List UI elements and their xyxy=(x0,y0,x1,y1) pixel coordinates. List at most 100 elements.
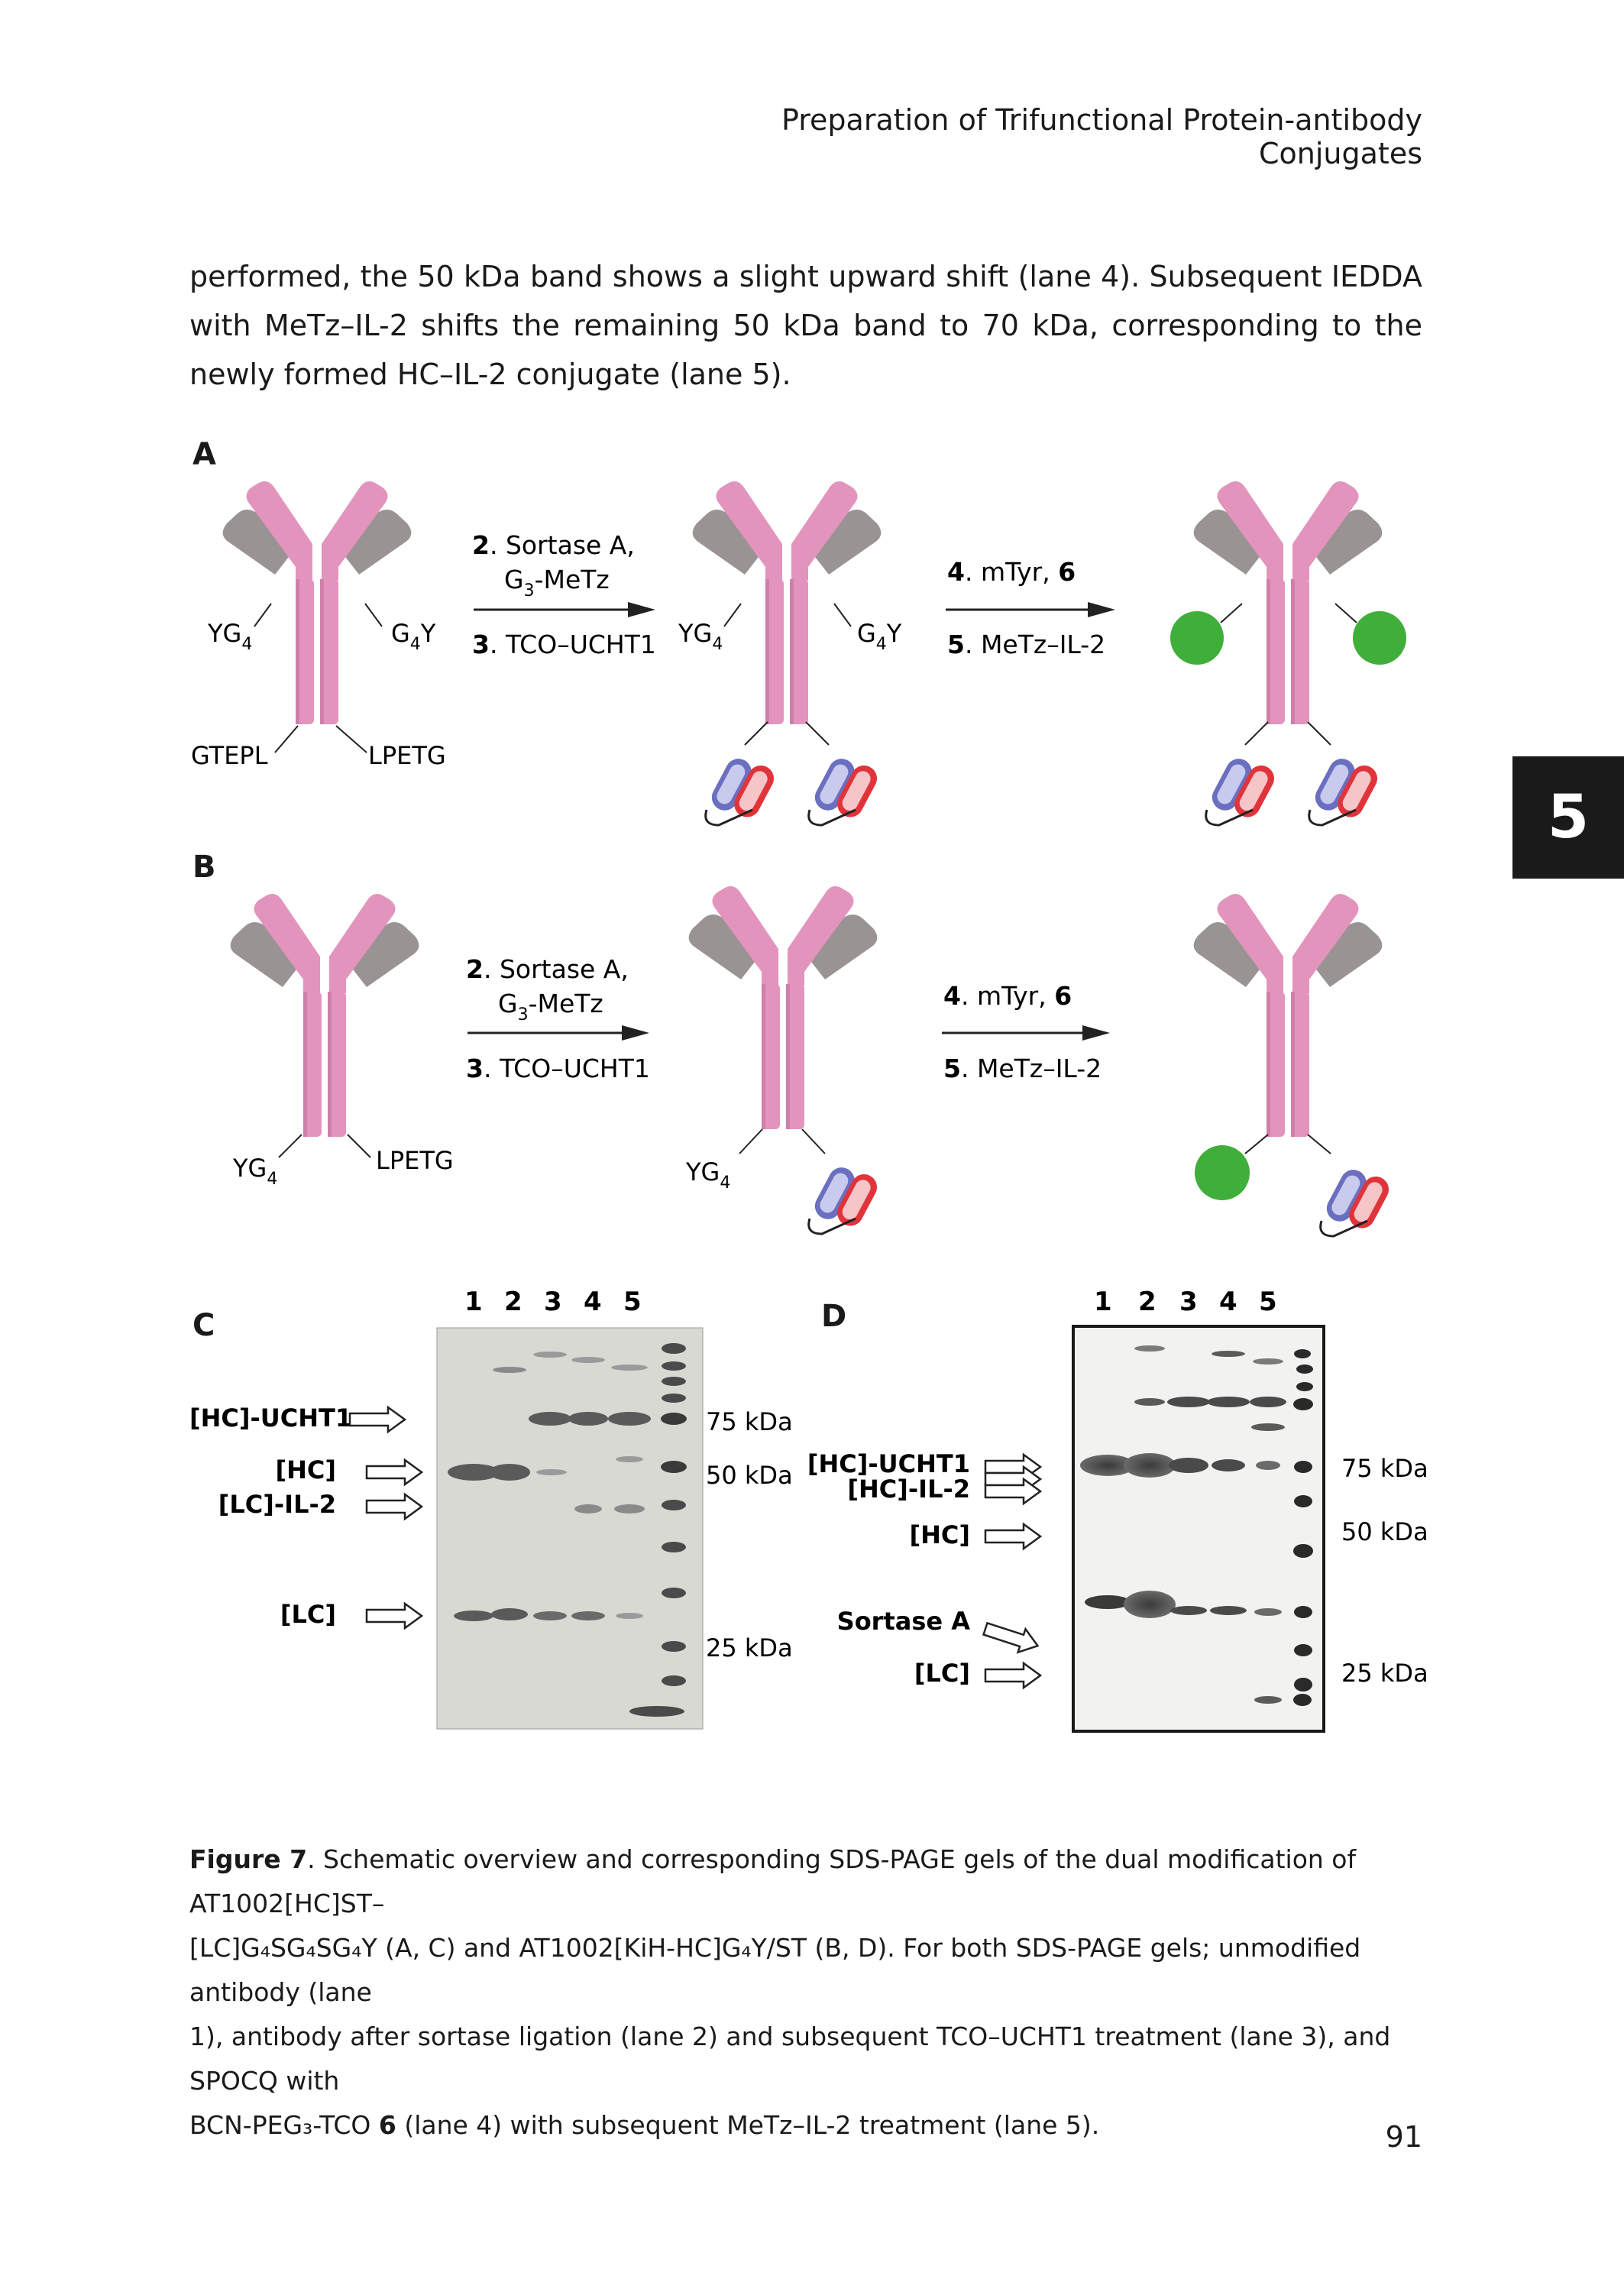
linker-line xyxy=(1307,721,1331,746)
linker-line xyxy=(744,721,768,746)
gel-d: 1 2 3 4 5 xyxy=(807,1287,1428,1733)
band xyxy=(616,1456,643,1462)
arrowhead xyxy=(622,1025,649,1041)
antibody-b1 xyxy=(230,894,419,1137)
band xyxy=(1134,1345,1165,1352)
band xyxy=(614,1504,645,1513)
ladder-c xyxy=(629,1343,687,1717)
band-label: [LC] xyxy=(280,1600,336,1629)
panel-label-a: A xyxy=(192,437,216,472)
band-label: Sortase A xyxy=(837,1607,971,1636)
arrowhead xyxy=(1088,602,1115,617)
linker-line xyxy=(723,603,742,627)
caption-line: . Schematic overview and corresponding S… xyxy=(189,1844,1357,1918)
marker-label: 50 kDa xyxy=(1341,1517,1428,1546)
linker-line xyxy=(1220,603,1243,623)
band xyxy=(1212,1459,1245,1471)
hollow-arrow-icon xyxy=(365,1493,423,1520)
linker-line xyxy=(274,725,299,753)
label-yg4-b-mid: YG4 xyxy=(685,1157,730,1193)
label-yg4-mid: YG4 xyxy=(678,619,723,654)
step1-text-b: 2. Sortase A, xyxy=(466,954,629,984)
band xyxy=(1207,1397,1250,1407)
ladder-d xyxy=(1293,1349,1313,1706)
lane-label: 3 xyxy=(544,1287,562,1317)
band-label: [HC] xyxy=(275,1455,336,1484)
hollow-arrow-icon xyxy=(984,1662,1042,1689)
linker-line xyxy=(335,725,367,753)
body-paragraph: performed, the 50 kDa band shows a sligh… xyxy=(189,252,1422,399)
lane-label: 5 xyxy=(623,1287,642,1317)
label-g4y-mid: G4Y xyxy=(857,619,902,654)
step2-text-2-b: 5. MeTz–IL-2 xyxy=(943,1054,1102,1083)
hollow-arrow-icon xyxy=(365,1458,423,1486)
antibody-a3 xyxy=(1193,481,1383,724)
lane-label: 4 xyxy=(584,1287,602,1317)
band xyxy=(1210,1606,1247,1615)
band xyxy=(611,1365,648,1371)
step2-text-2: 5. MeTz–IL-2 xyxy=(947,630,1105,659)
lane-label: 5 xyxy=(1259,1287,1277,1317)
step1-text: 2. Sortase A, xyxy=(472,530,635,560)
band xyxy=(574,1504,602,1513)
band-label: [LC] xyxy=(914,1659,970,1688)
label-g4y: G4Y xyxy=(391,619,436,654)
marker-label: 25 kDa xyxy=(706,1633,793,1662)
gel-c: 1 2 3 4 5 xyxy=(189,1287,793,1730)
lane-label: 2 xyxy=(1138,1287,1157,1317)
band xyxy=(568,1412,608,1426)
linker-line xyxy=(347,1134,371,1158)
marker-label: 75 kDa xyxy=(1341,1454,1428,1483)
antibody-a2 xyxy=(692,481,882,724)
linker-line xyxy=(364,603,383,627)
band xyxy=(489,1464,530,1481)
chapter-tab: 5 xyxy=(1512,756,1624,879)
linker-line xyxy=(254,603,272,627)
band xyxy=(1253,1358,1283,1365)
band-label: [LC]-IL-2 xyxy=(218,1490,336,1519)
label-gtepl: GTEPL xyxy=(191,741,268,770)
lane-label: 4 xyxy=(1219,1287,1237,1317)
step2-text: 4. mTyr, 6 xyxy=(947,557,1076,587)
band xyxy=(571,1611,605,1620)
caption-line: 1), antibody after sortase ligation (lan… xyxy=(189,2022,1391,2096)
step2-text-b: 4. mTyr, 6 xyxy=(943,981,1072,1011)
hollow-arrow-icon xyxy=(365,1602,423,1630)
band xyxy=(1254,1696,1282,1704)
band xyxy=(1124,1591,1176,1618)
band xyxy=(491,1608,528,1620)
ucht1-fragment xyxy=(807,753,883,827)
band xyxy=(533,1611,567,1620)
ucht1-fragment xyxy=(807,1161,883,1235)
marker-label: 50 kDa xyxy=(706,1461,793,1490)
band xyxy=(1212,1351,1245,1357)
ucht1-fragment xyxy=(1205,753,1280,827)
linker-line xyxy=(1334,603,1357,623)
band xyxy=(1085,1595,1131,1609)
band xyxy=(1124,1453,1176,1478)
band xyxy=(1170,1606,1207,1615)
linker-line xyxy=(801,1128,826,1154)
ucht1-fragment xyxy=(1319,1164,1395,1238)
band-label: [HC] xyxy=(909,1520,970,1549)
gel-d-background xyxy=(1072,1325,1325,1733)
caption-line: (lane 4) with subsequent MeTz–IL-2 treat… xyxy=(396,2110,1100,2140)
arrowhead xyxy=(1082,1025,1110,1041)
band xyxy=(536,1469,567,1475)
panel-label-b: B xyxy=(192,850,216,885)
band xyxy=(454,1611,493,1621)
step1-reagent: G3-MeTz xyxy=(504,565,610,601)
band xyxy=(1169,1458,1208,1473)
linker-line xyxy=(1244,1134,1269,1154)
caption-line: [LC]G₄SG₄SG₄Y (A, C) and AT1002[KiH-HC]G… xyxy=(189,1933,1361,2007)
band xyxy=(493,1367,526,1373)
band xyxy=(1134,1398,1165,1406)
marker-label: 25 kDa xyxy=(1341,1659,1428,1688)
hollow-arrow-icon xyxy=(980,1616,1043,1659)
label-lpetg-b: LPETG xyxy=(376,1146,454,1175)
lane-label: 3 xyxy=(1179,1287,1198,1317)
label-yg4: YG4 xyxy=(207,619,252,654)
lane-label: 1 xyxy=(464,1287,483,1317)
band xyxy=(1254,1608,1282,1616)
il2-sphere xyxy=(1170,611,1224,665)
